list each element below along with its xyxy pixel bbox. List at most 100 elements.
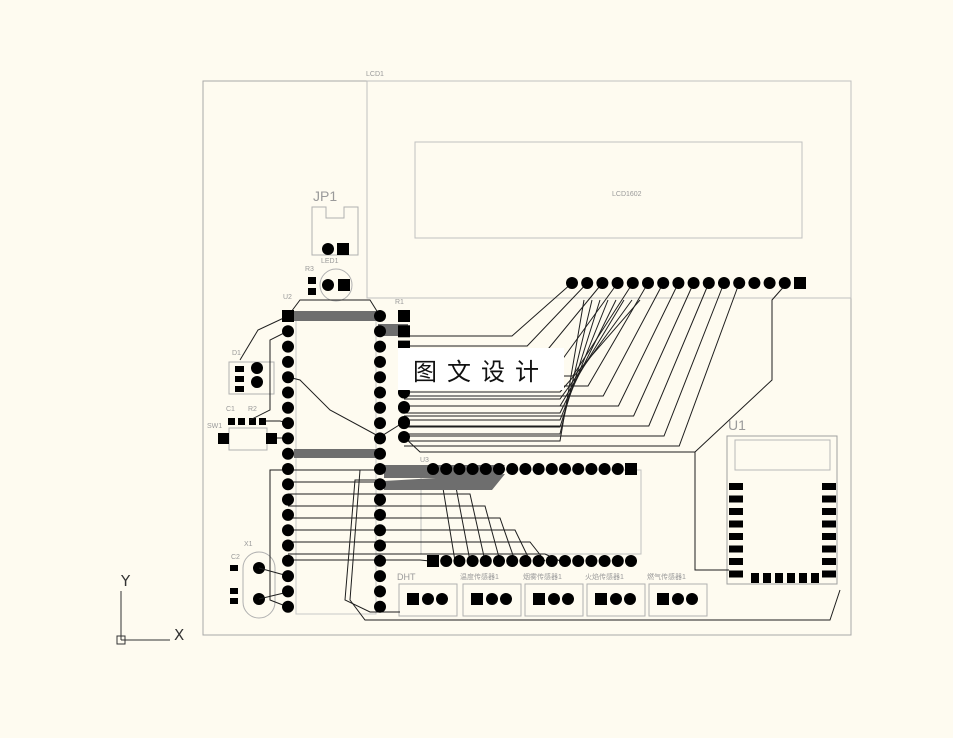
dht-label: DHT (397, 572, 416, 582)
u3-pad (506, 555, 519, 567)
u2-u3-trace (288, 505, 501, 562)
u3-pad (493, 463, 505, 475)
u3-pad (453, 463, 466, 475)
connector-pad (657, 593, 669, 605)
lcd-trace (404, 282, 725, 437)
u1-pad (822, 545, 836, 553)
lcd-header-pad (748, 277, 761, 289)
connector-pad (672, 593, 684, 605)
u2-pad (374, 310, 386, 322)
u1-pad (729, 570, 743, 578)
u2-pad (374, 340, 386, 353)
u1-pad (787, 573, 795, 583)
led1-label: LED1 (321, 258, 339, 265)
u2-pad (282, 371, 294, 384)
u2-pad (374, 554, 386, 567)
u2-pad (374, 417, 386, 430)
connector-pad (471, 593, 483, 605)
u2-pad (282, 585, 294, 598)
lcd-header-pad (718, 277, 730, 289)
u1-pad (822, 508, 836, 515)
connector-pad (486, 593, 498, 605)
jp1-outline (311, 206, 359, 256)
lcd-header-pad (687, 277, 700, 289)
r2-pad (249, 418, 256, 425)
trace (288, 559, 431, 562)
pads (251, 277, 836, 613)
u2-pad (374, 371, 386, 384)
u3-pad (585, 555, 598, 567)
jp1-pad-square (337, 243, 349, 255)
sw1-pad (266, 433, 277, 444)
u2-pad (282, 524, 294, 537)
u2-pad (282, 447, 294, 460)
u3-pad (611, 555, 624, 567)
connector-pad (407, 593, 419, 605)
lcd-trace (404, 299, 609, 421)
r2-pad (259, 418, 266, 425)
connector-outline (586, 583, 646, 617)
c2-pad (230, 588, 238, 594)
u2-pad (282, 600, 294, 613)
u1-pad (822, 483, 836, 490)
sw1-label: SW1 (207, 423, 222, 430)
lcd-ref-label: LCD1 (366, 71, 384, 78)
lcd-header-pad (763, 277, 776, 289)
jp1-label: JP1 (313, 188, 337, 204)
u2-pad (282, 386, 294, 399)
u2-pad (282, 493, 294, 506)
u2-pad (282, 478, 294, 491)
u2-u3-trace (288, 541, 546, 562)
r3-pad (308, 288, 316, 295)
u2-pad (374, 508, 386, 521)
u1-pad (729, 545, 743, 553)
connector-pad (422, 593, 434, 605)
u3-pad (479, 463, 492, 475)
u2-pad (282, 417, 294, 430)
u1-pad (729, 520, 743, 528)
r1-pad (398, 431, 410, 443)
d1-label: D1 (232, 350, 241, 357)
r3-label: R3 (305, 266, 314, 273)
r2-label: R2 (248, 406, 257, 413)
u2-pad (374, 401, 386, 414)
u2-pad (282, 539, 294, 552)
connector-pad (624, 593, 636, 605)
d1-pad (235, 366, 244, 372)
lcd-header-pad (581, 277, 594, 289)
u1-pad (751, 573, 759, 583)
u2-pad (374, 600, 386, 613)
trace (403, 282, 788, 453)
x1-label: X1 (244, 541, 253, 548)
lcd-header-pad (794, 277, 806, 289)
r1-pad (398, 310, 410, 322)
sensor2-label: 烟雾传感器1 (523, 572, 562, 581)
u2-pad (282, 508, 294, 521)
lcd-header-pad (778, 277, 791, 289)
lcd-trace (404, 282, 710, 427)
u2-pad (374, 386, 386, 399)
u2-pad (374, 524, 386, 537)
c1-pad (238, 418, 245, 425)
u3-pad (493, 555, 505, 567)
sw1-outline (228, 427, 268, 451)
lcd-trace (404, 282, 695, 417)
u3-pad (532, 463, 545, 475)
u3-pad (625, 463, 637, 475)
lcd-header-pad (626, 277, 639, 289)
lcd-header-pad (702, 277, 715, 289)
u1-pad (729, 508, 743, 515)
connector-pad (562, 593, 574, 605)
u1-pad (775, 573, 783, 583)
u1-label: U1 (728, 417, 746, 433)
d1-pad (251, 362, 263, 374)
u3-pad (519, 463, 532, 475)
u3-label: U3 (420, 457, 429, 464)
trace (239, 315, 289, 361)
u3-pad (572, 463, 585, 475)
copper-fill (384, 474, 505, 490)
u1-pad (763, 573, 771, 583)
lcd-trace (404, 282, 740, 447)
sensor3-label: 火焰传感器1 (585, 572, 624, 581)
y-axis-label: Y (120, 572, 131, 590)
